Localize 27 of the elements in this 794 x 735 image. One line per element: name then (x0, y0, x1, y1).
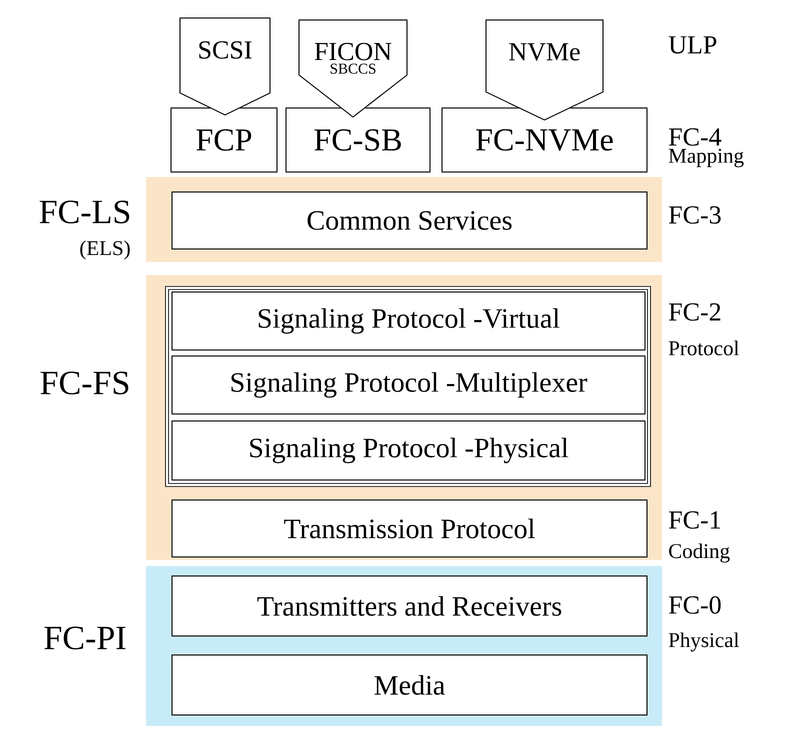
layer-box: Media (172, 654, 648, 716)
layer-label: FC-0 (668, 596, 721, 614)
layer-box: Signaling Protocol -Multiplexer (172, 356, 646, 414)
layer-box: FC-NVMe (442, 108, 648, 172)
layer-box: Signaling Protocol -Virtual (172, 292, 646, 350)
layer-box: FCP (170, 108, 278, 172)
layer-label: Protocol (668, 340, 739, 356)
layer-box: Common Services (172, 192, 648, 250)
layer-label: Coding (669, 543, 730, 563)
node-label: FC-PI (44, 626, 126, 650)
layer-label: ULP (668, 36, 716, 54)
layer-box: Transmission Protocol (172, 500, 648, 558)
layer-label: Physical (668, 632, 739, 652)
node-label: FC-LS (40, 200, 130, 224)
layer-box: Signaling Protocol -Physical (172, 420, 646, 480)
arrow-pentagon: NVMe (486, 20, 604, 121)
arrow-pentagon: FICON SBCCS (298, 20, 408, 118)
arrow-pentagon: SCSI (180, 18, 270, 116)
layer-label: FC-2 (668, 303, 720, 321)
layer-label: FC-3 (668, 206, 721, 224)
layer-label: FC-4 (668, 128, 722, 146)
layer-box: FC-SB (286, 108, 430, 172)
layer-label: Mapping (668, 148, 744, 168)
layer-box: Transmitters and Receivers (172, 576, 648, 636)
node-label: (ELS) (80, 240, 130, 260)
layer-label: FC-1 (668, 511, 720, 529)
node-label: FC-FS (40, 372, 128, 394)
